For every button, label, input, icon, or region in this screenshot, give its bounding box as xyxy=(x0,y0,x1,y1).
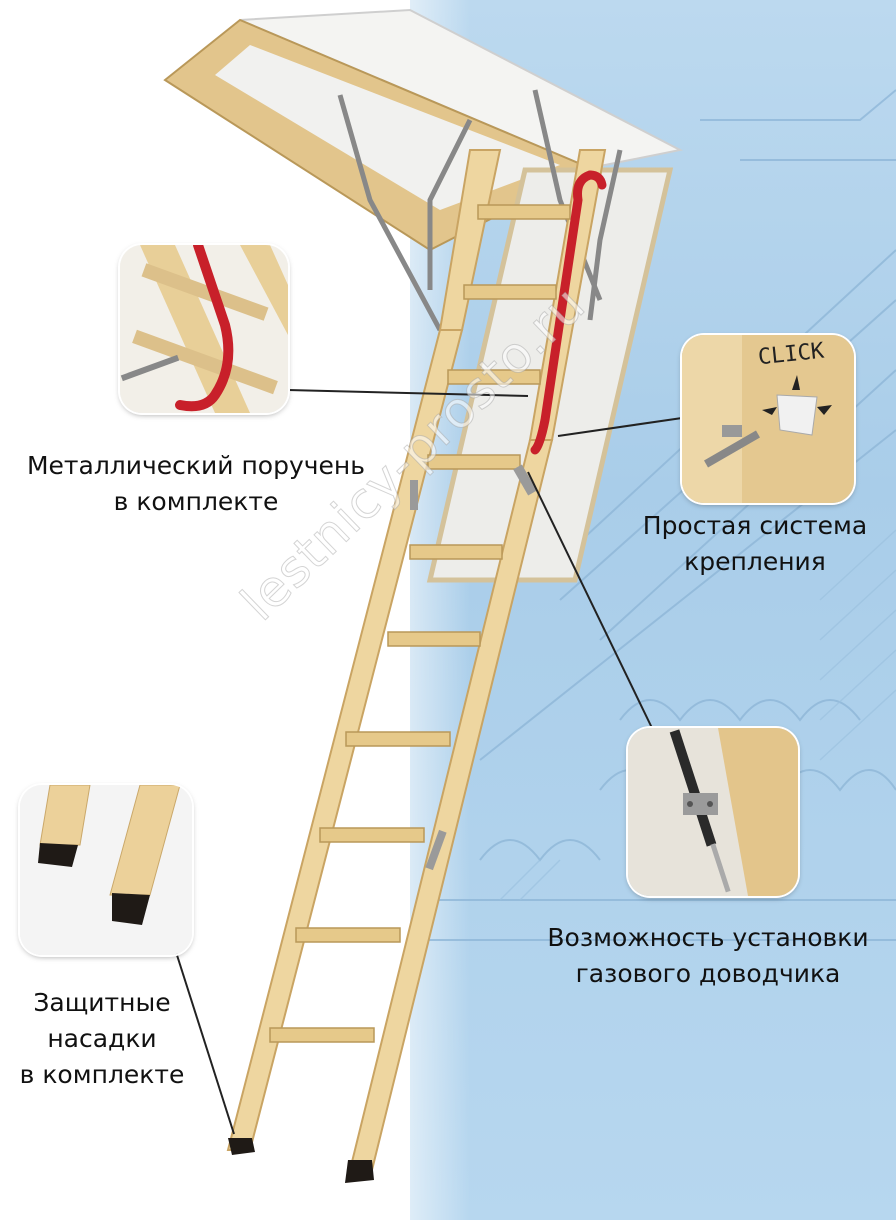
gas-closer-inset xyxy=(628,728,798,896)
handrail-caption: Металлический поручень в комплекте xyxy=(8,448,384,520)
handrail-inset xyxy=(120,245,288,413)
caps-caption-line1: Защитные xyxy=(33,988,171,1017)
caps-caption: Защитные насадки в комплекте xyxy=(8,985,196,1093)
foot-cap-left xyxy=(228,1138,255,1155)
red-handrail xyxy=(530,170,595,455)
blueprint-hatching xyxy=(499,529,896,901)
foot-cap-right xyxy=(345,1160,374,1183)
mounting-caption: Простая система крепления xyxy=(628,508,882,580)
caps-caption-line3: в комплекте xyxy=(19,1060,185,1089)
hinge-brackets xyxy=(410,464,537,871)
spring-arms xyxy=(337,89,623,332)
mounting-caption-line1: Простая система xyxy=(642,511,868,540)
handrail-caption-line1: Металлический поручень xyxy=(26,451,365,480)
leader-lines xyxy=(175,389,683,1135)
mounting-caption-line2: крепления xyxy=(684,547,826,576)
caps-caption-line2: насадки xyxy=(47,1024,157,1053)
ladder-rungs xyxy=(269,204,571,1043)
gas-closer-caption: Возможность установки газового доводчика xyxy=(534,920,882,992)
gas-closer-caption-line1: Возможность установки xyxy=(547,923,869,952)
mounting-inset xyxy=(682,335,854,503)
gas-closer-caption-line2: газового доводчика xyxy=(575,959,841,988)
handrail-caption-line2: в комплекте xyxy=(113,487,279,516)
caps-inset xyxy=(20,785,192,955)
